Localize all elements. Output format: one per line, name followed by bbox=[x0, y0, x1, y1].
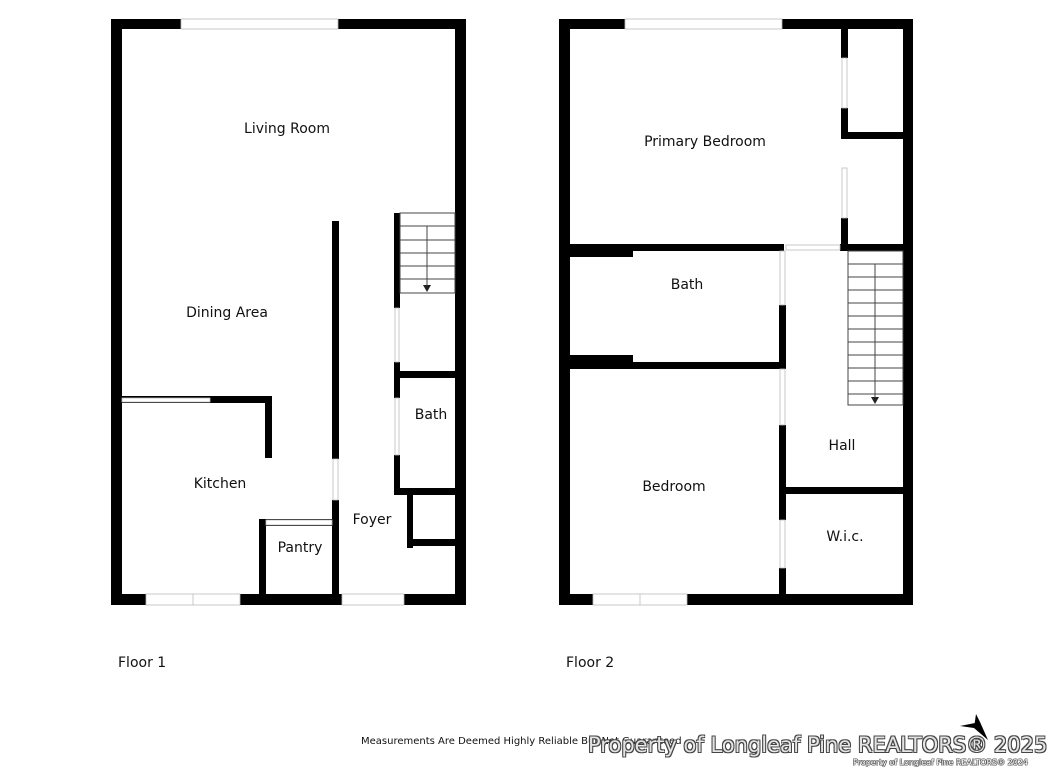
floor-2-openings bbox=[592, 18, 848, 606]
room-label-bedroom: Bedroom bbox=[642, 479, 705, 495]
north-arrow-icon bbox=[960, 714, 988, 740]
floor-1-plan: Living Room Dining Area Kitchen Pantry F… bbox=[111, 18, 466, 671]
room-label-dining-area: Dining Area bbox=[186, 305, 268, 321]
room-label-bath: Bath bbox=[671, 277, 704, 293]
room-label-foyer: Foyer bbox=[353, 512, 392, 528]
room-label-pantry: Pantry bbox=[278, 540, 323, 556]
floor-1-stairs bbox=[399, 212, 456, 294]
room-label-wic: W.i.c. bbox=[826, 529, 863, 545]
room-label-bath: Bath bbox=[415, 407, 448, 423]
room-label-kitchen: Kitchen bbox=[194, 476, 247, 492]
floor-1-openings bbox=[121, 18, 405, 606]
floor-1-walls bbox=[111, 19, 466, 605]
floor-2-walls bbox=[559, 19, 913, 605]
floor-1-label: Floor 1 bbox=[118, 655, 166, 671]
floor-2-stairs bbox=[847, 250, 904, 406]
copyright-watermark: Property of Longleaf Pine REALTORS® 2025 bbox=[588, 733, 1047, 757]
copyright-watermark-small: Property of Longleaf Pine REALTORS® 2024 bbox=[853, 758, 1028, 767]
measurement-disclaimer: Measurements Are Deemed Highly Reliable … bbox=[361, 736, 682, 747]
room-label-hall: Hall bbox=[829, 438, 856, 454]
room-label-living-room: Living Room bbox=[244, 121, 330, 137]
floor-2-label: Floor 2 bbox=[566, 655, 614, 671]
floor-2-plan: Primary Bedroom Bath Bedroom Hall W.i.c.… bbox=[559, 18, 913, 671]
floor-plan-drawing: Living Room Dining Area Kitchen Pantry F… bbox=[111, 18, 913, 671]
room-label-primary-bedroom: Primary Bedroom bbox=[644, 134, 766, 150]
